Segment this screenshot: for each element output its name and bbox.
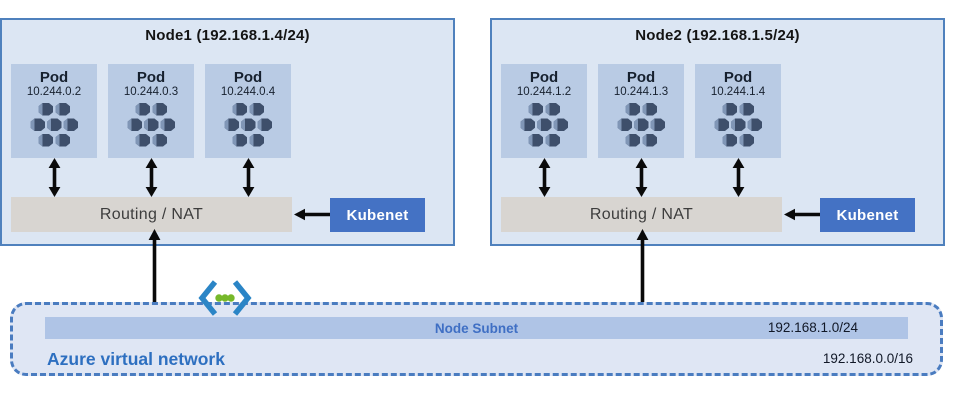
pod-label: Pod [39,69,69,86]
pod-ip: 10.244.1.4 [710,86,766,99]
routing-nat-bar: Routing / NAT [501,197,782,232]
pod-box: Pod 10.244.1.3 [598,64,684,158]
node2-title: Node2 (192.168.1.5/24) [635,27,800,44]
pod-box: Pod 10.244.0.4 [205,64,291,158]
pod-routing-arrow [633,158,649,197]
kubenet-routing-arrow [784,208,820,221]
pod-ip: 10.244.0.3 [123,86,179,99]
pod-routing-arrow [240,158,256,197]
pod-containers-cluster-icon [30,103,78,147]
pod-column: Pod 10.244.0.3 [108,64,194,197]
kubenet-box: Kubenet [330,198,425,232]
pod-label: Pod [233,69,263,86]
pod-label: Pod [136,69,166,86]
pod-routing-arrow [46,158,62,197]
subnet-bar: Node Subnet 192.168.1.0/24 [45,317,908,339]
pod-label: Pod [626,69,656,86]
node1-title: Node1 (192.168.1.4/24) [145,27,310,44]
pod-routing-arrow [143,158,159,197]
pod-column: Pod 10.244.0.2 [11,64,97,197]
pod-column: Pod 10.244.1.4 [695,64,781,197]
pod-ip: 10.244.0.4 [220,86,276,99]
pod-routing-arrow [730,158,746,197]
kubenet-box: Kubenet [820,198,915,232]
node2-box: Node2 (192.168.1.5/24) Pod 10.244.1.2 Po… [490,18,945,246]
subnet-label: Node Subnet [434,320,519,336]
vnet-cidr: 192.168.0.0/16 [822,351,913,366]
pod-containers-cluster-icon [714,103,762,147]
vnet-box [10,302,943,376]
pod-ip: 10.244.1.2 [516,86,572,99]
pod-label: Pod [723,69,753,86]
pod-containers-cluster-icon [520,103,568,147]
pod-routing-arrow [536,158,552,197]
pod-ip: 10.244.1.3 [613,86,669,99]
pod-column: Pod 10.244.1.3 [598,64,684,197]
node1-pods-row: Pod 10.244.0.2 Pod 10.244.0.3 Pod 10.244… [11,64,291,197]
pod-box: Pod 10.244.0.3 [108,64,194,158]
routing-nat-bar: Routing / NAT [11,197,292,232]
pod-containers-cluster-icon [617,103,665,147]
pod-containers-cluster-icon [127,103,175,147]
pod-label: Pod [529,69,559,86]
pod-column: Pod 10.244.1.2 [501,64,587,197]
kubenet-routing-arrow [294,208,330,221]
pod-box: Pod 10.244.1.2 [501,64,587,158]
pod-column: Pod 10.244.0.4 [205,64,291,197]
pod-box: Pod 10.244.0.2 [11,64,97,158]
pod-box: Pod 10.244.1.4 [695,64,781,158]
virtual-network-icon [198,280,252,316]
pod-ip: 10.244.0.2 [26,86,82,99]
node2-pods-row: Pod 10.244.1.2 Pod 10.244.1.3 Pod 10.244… [501,64,781,197]
vnet-label: Azure virtual network [47,349,225,369]
subnet-cidr: 192.168.1.0/24 [767,320,858,335]
node1-box: Node1 (192.168.1.4/24) Pod 10.244.0.2 Po… [0,18,455,246]
pod-containers-cluster-icon [224,103,272,147]
